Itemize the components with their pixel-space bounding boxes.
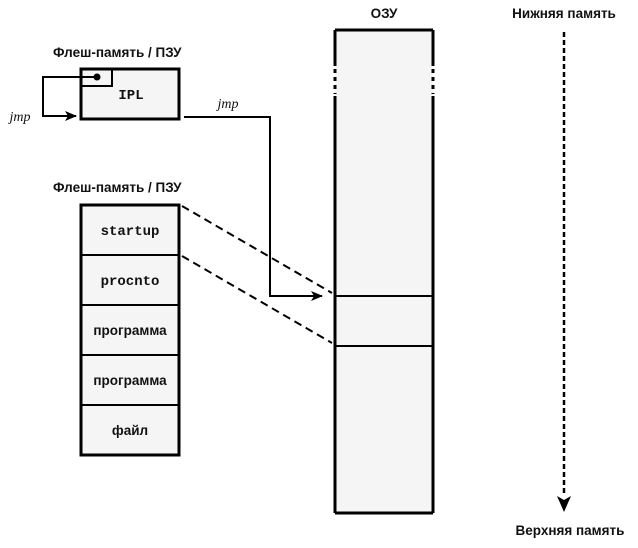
copy-line-procnto <box>181 255 333 344</box>
jmp-label-left: jmp <box>8 110 31 125</box>
flash-image-stack: startup procnto программа программа файл <box>79 203 181 457</box>
low-memory-label: Нижняя память <box>512 6 616 21</box>
ipl-entry-notch <box>81 69 113 87</box>
ram-block <box>333 28 435 515</box>
flash-cell <box>80 354 180 406</box>
flash-cell-label: программа <box>93 373 167 388</box>
flash-rom-label-top: Флеш-память / ПЗУ <box>53 45 182 60</box>
ipl-block: IPL <box>79 67 181 121</box>
flash-rom-label-bottom: Флеш-память / ПЗУ <box>53 180 182 195</box>
flash-cell-label: файл <box>112 423 148 438</box>
ipl-to-ram-arrow <box>184 116 323 301</box>
ram-fill <box>335 30 433 513</box>
copy-line-startup <box>181 205 333 294</box>
ram-label: ОЗУ <box>371 6 398 21</box>
jmp-label-right: jmp <box>216 97 239 112</box>
ipl-label: IPL <box>118 88 143 104</box>
flash-stack-outline <box>79 203 181 457</box>
high-memory-label: Верхняя память <box>516 523 625 538</box>
flash-cell-label: startup <box>101 224 160 240</box>
flash-cell-label: procnto <box>101 274 160 290</box>
memory-direction-arrow-icon <box>557 496 571 512</box>
flash-cell-label: программа <box>93 323 167 338</box>
flash-cell <box>80 404 180 456</box>
ipl-loop-arrow <box>42 76 97 121</box>
